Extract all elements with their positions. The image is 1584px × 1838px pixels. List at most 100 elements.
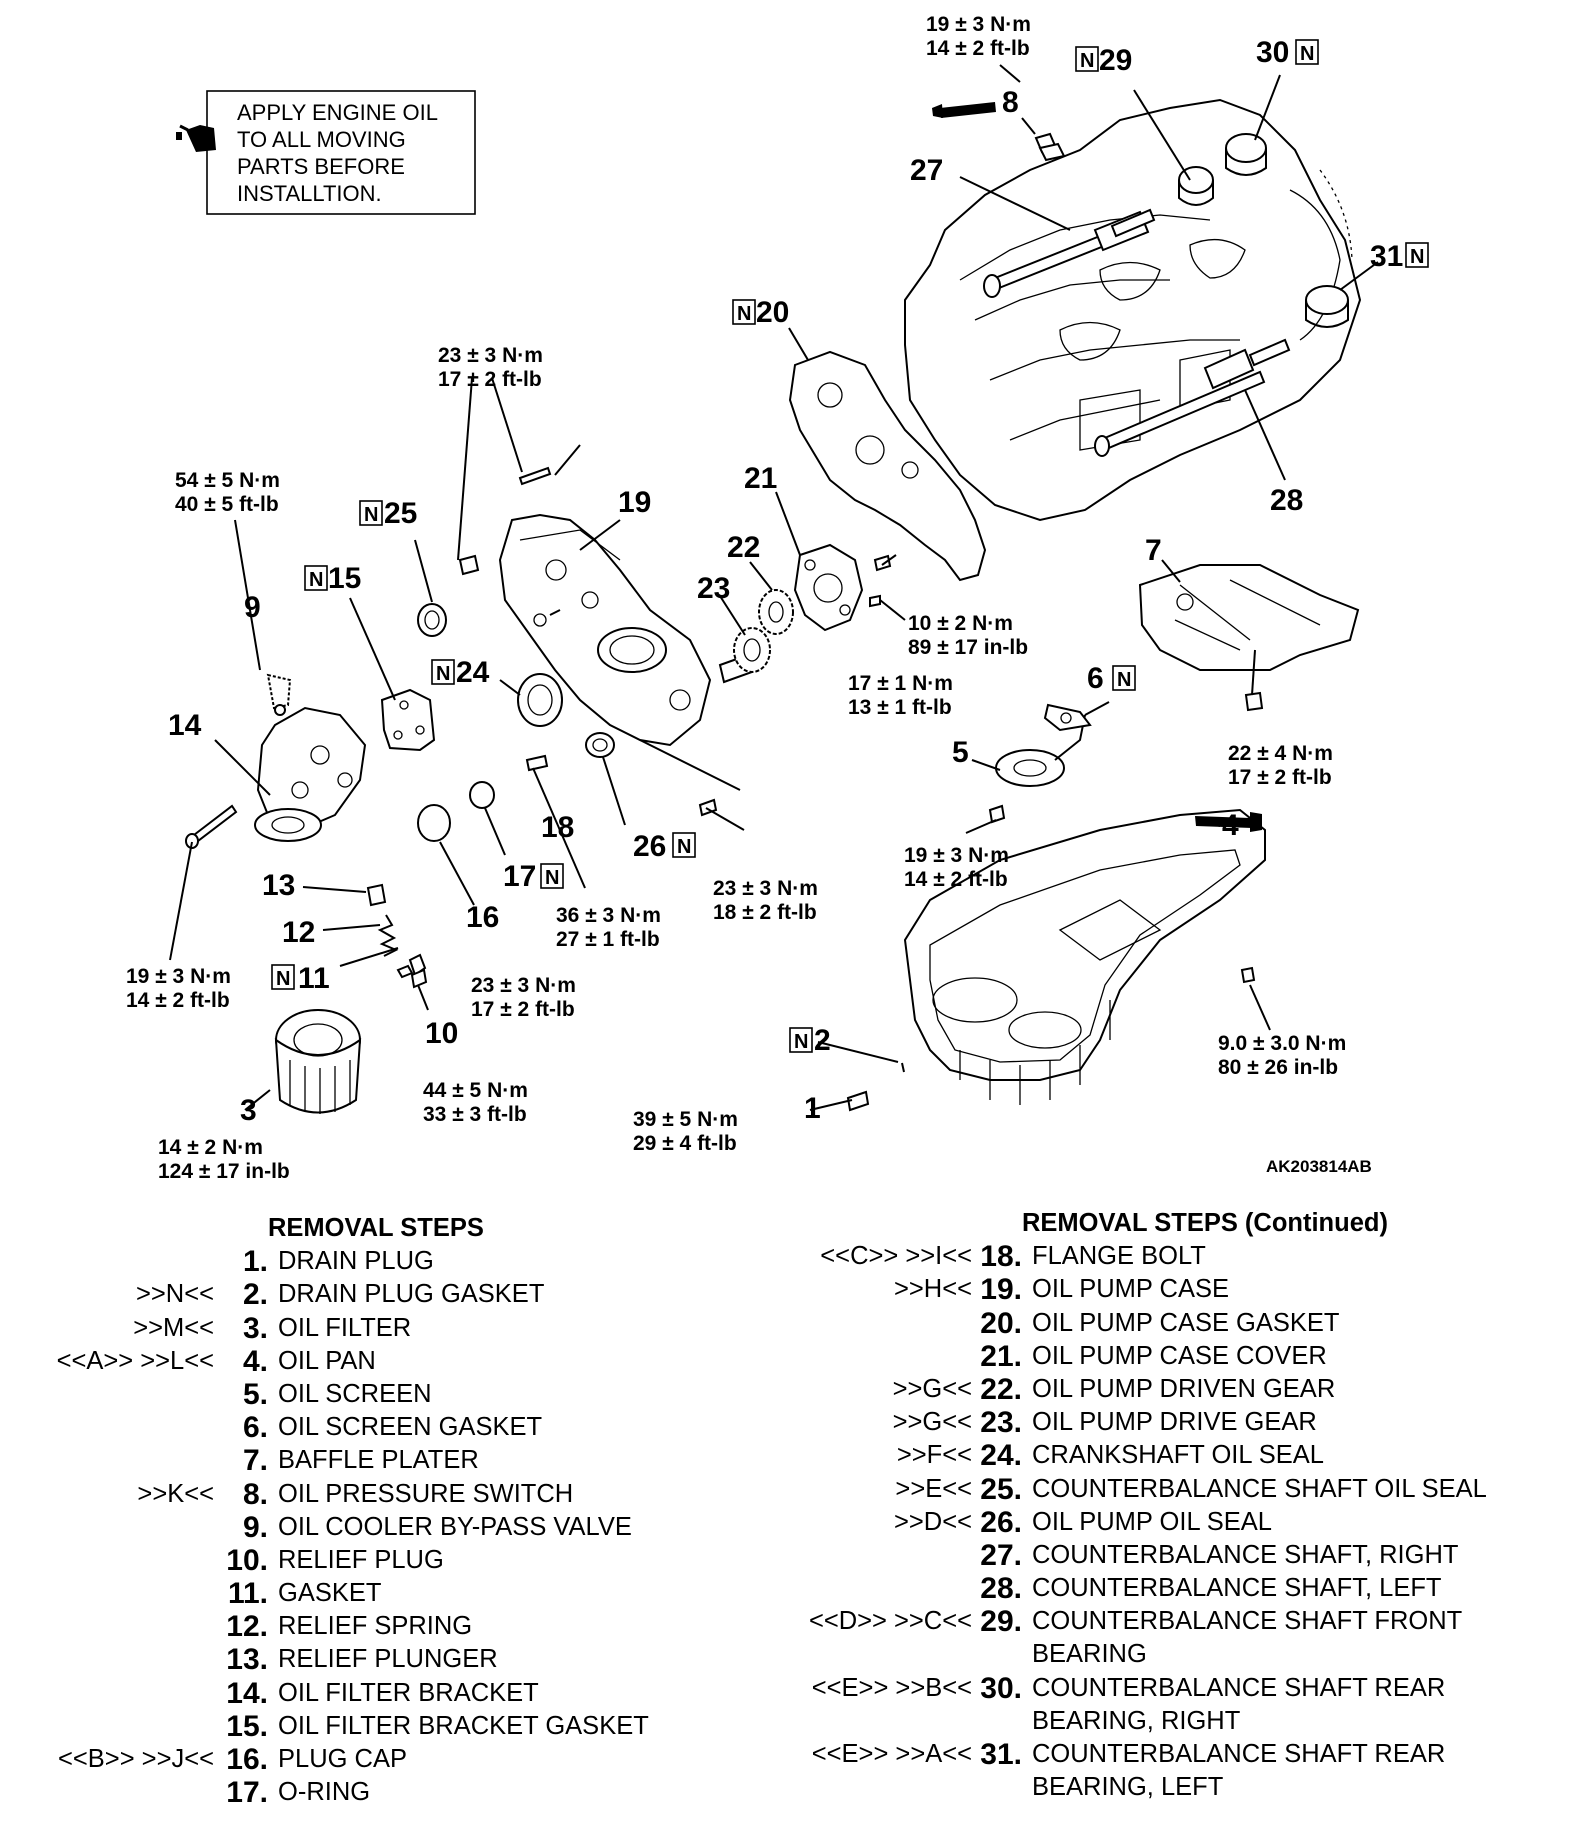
step-marks: >>K<<: [137, 1479, 214, 1508]
torque-cover: 17 ± 1 N·m13 ± 1 ft-lb: [848, 672, 953, 719]
n-marker-2: N: [789, 1027, 813, 1053]
step-marks: [30, 1710, 214, 1743]
svg-text:89 ± 17 in-lb: 89 ± 17 in-lb: [908, 636, 1028, 659]
step-row: >>E<<25.COUNTERBALANCE SHAFT OIL SEAL: [760, 1473, 1532, 1506]
step-name: DRAIN PLUG GASKET: [278, 1280, 545, 1309]
removal-steps-continued-title: REMOVAL STEPS (Continued): [1022, 1209, 1388, 1237]
step-marks: [760, 1539, 972, 1572]
callout-21: 21: [744, 462, 777, 495]
callout-19: 19: [618, 486, 651, 519]
callout-8: 8: [1002, 86, 1019, 119]
step-number: 19.: [980, 1273, 1022, 1307]
step-marks: >>G<<: [892, 1408, 972, 1437]
svg-text:N: N: [1080, 50, 1094, 72]
counterbalance-shaft-left: [1094, 338, 1291, 457]
step-name: OIL FILTER BRACKET GASKET: [278, 1711, 649, 1740]
step-name: COUNTERBALANCE SHAFT FRONT BEARING: [1032, 1607, 1462, 1669]
oil-pump-case: [498, 513, 712, 747]
callout-10: 10: [425, 1017, 458, 1050]
callout-7: 7: [1145, 534, 1162, 567]
leader-lines: [169, 64, 1379, 1111]
step-row: 7.BAFFLE PLATER: [30, 1444, 649, 1477]
step-marks: [30, 1544, 214, 1577]
step-number: 14.: [226, 1676, 268, 1710]
oil-filter: [274, 1009, 362, 1114]
svg-text:22 ± 4 N·m: 22 ± 4 N·m: [1228, 742, 1333, 765]
exploded-view-diagram: APPLY ENGINE OIL TO ALL MOVING PARTS BEF…: [126, 13, 1429, 1183]
svg-text:19 ± 3 N·m: 19 ± 3 N·m: [926, 13, 1031, 36]
step-name: OIL PUMP DRIVE GEAR: [1032, 1408, 1317, 1437]
torque-screen: 19 ± 3 N·m14 ± 2 ft-lb: [904, 844, 1009, 891]
plug-cap: [417, 804, 451, 842]
svg-text:23 ± 3 N·m: 23 ± 3 N·m: [471, 974, 576, 997]
callout-16: 16: [466, 901, 499, 934]
step-name: OIL SCREEN: [278, 1379, 432, 1408]
svg-text:N: N: [1300, 43, 1314, 65]
n-marker-11: N: [271, 964, 295, 990]
step-name: OIL PUMP CASE GASKET: [1032, 1308, 1340, 1337]
engine-block: [904, 98, 1362, 522]
step-name: OIL PUMP DRIVEN GEAR: [1032, 1374, 1336, 1403]
svg-text:27 ± 1 ft-lb: 27 ± 1 ft-lb: [556, 928, 660, 951]
n-markers: N N N N N N N N N N N N: [271, 39, 1429, 1053]
svg-text:19 ± 3 N·m: 19 ± 3 N·m: [126, 965, 231, 988]
step-number: 4.: [242, 1344, 268, 1378]
svg-text:N: N: [794, 1031, 808, 1053]
oil-cooler-bypass-valve: [266, 673, 292, 716]
svg-text:N: N: [1117, 669, 1131, 691]
note-box: APPLY ENGINE OIL TO ALL MOVING PARTS BEF…: [176, 90, 476, 215]
step-number: 12.: [226, 1610, 268, 1644]
oil-filter-bracket: [254, 706, 367, 842]
step-marks: [30, 1411, 214, 1444]
callout-17: 17: [503, 860, 536, 893]
step-name: GASKET: [278, 1579, 382, 1608]
step-marks: [30, 1577, 214, 1610]
step-number: 5.: [242, 1377, 268, 1411]
step-number: 3.: [242, 1311, 268, 1345]
oil-pump-oil-seal: [585, 732, 615, 758]
torque-bracket: 19 ± 3 N·m14 ± 2 ft-lb: [126, 965, 231, 1012]
relief-spring: [377, 914, 399, 957]
callout-3: 3: [240, 1094, 257, 1127]
removal-steps-list: REMOVAL STEPS 1.DRAIN PLUG>>N<<2.DRAIN P…: [30, 1212, 649, 1809]
step-name: OIL PUMP CASE COVER: [1032, 1341, 1327, 1370]
step-name: RELIEF SPRING: [278, 1612, 473, 1641]
callout-4: 4: [1222, 809, 1239, 842]
step-name: COUNTERBALANCE SHAFT REAR BEARING, LEFT: [1032, 1740, 1446, 1802]
step-marks: [30, 1643, 214, 1676]
oil-can-icon: [176, 124, 216, 152]
svg-text:N: N: [677, 836, 691, 858]
callout-5: 5: [952, 736, 969, 769]
step-marks: >>G<<: [892, 1374, 972, 1403]
step-name: PLUG CAP: [278, 1745, 407, 1773]
callout-18: 18: [541, 811, 574, 844]
step-number: 11.: [227, 1577, 268, 1611]
svg-text:17 ± 2 ft-lb: 17 ± 2 ft-lb: [471, 998, 575, 1021]
step-marks: >>F<<: [896, 1441, 972, 1470]
step-marks: >>N<<: [136, 1280, 214, 1309]
step-marks: [30, 1444, 214, 1477]
step-number: 9.: [242, 1510, 268, 1544]
step-number: 29.: [980, 1605, 1022, 1639]
svg-text:14 ± 2 ft-lb: 14 ± 2 ft-lb: [904, 868, 1008, 891]
step-row: <<E>> >>B<<30.COUNTERBALANCE SHAFT REAR …: [760, 1672, 1532, 1738]
step-marks: <<E>> >>A<<: [811, 1740, 972, 1769]
torque-plugcap: 23 ± 3 N·m17 ± 2 ft-lb: [471, 974, 576, 1021]
step-marks: [760, 1307, 972, 1340]
callout-15: 15: [328, 562, 361, 595]
torque-panbolt: 9.0 ± 3.0 N·m80 ± 26 in-lb: [1218, 1032, 1346, 1079]
step-row: 12. RELIEF SPRING: [30, 1610, 649, 1643]
callout-29: 29: [1099, 44, 1132, 77]
step-number: 8.: [242, 1477, 268, 1511]
step-number: 7.: [242, 1444, 268, 1478]
step-marks: [30, 1776, 214, 1809]
step-row: >>M<<3.OIL FILTER: [30, 1312, 649, 1345]
bracket-bolt: [185, 804, 238, 849]
step-number: 30.: [980, 1671, 1022, 1705]
n-marker-26: N: [672, 832, 696, 858]
step-number: 27.: [980, 1538, 1022, 1572]
step-number: 24.: [980, 1439, 1022, 1473]
torque-bypass: 54 ± 5 N·m40 ± 5 ft-lb: [175, 469, 280, 516]
step-marks: >>D<<: [894, 1507, 972, 1536]
n-marker-6: N: [1112, 665, 1136, 691]
